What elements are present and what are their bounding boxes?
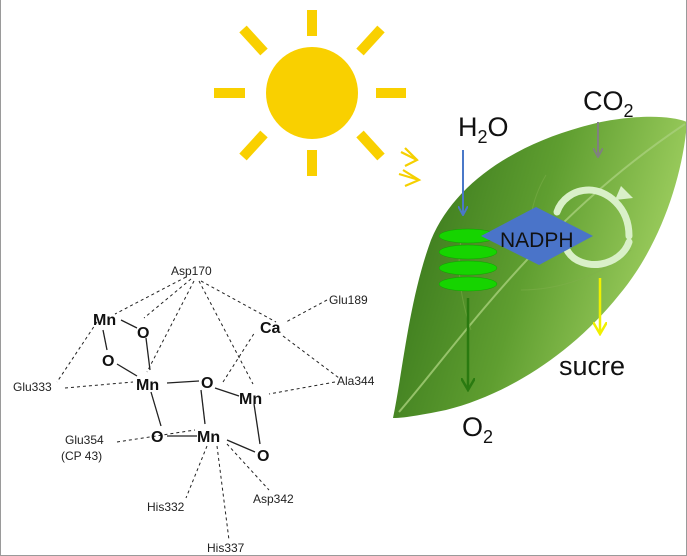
light-arrows (398, 147, 422, 188)
sun-rays (214, 10, 406, 176)
water-label: H2O (458, 112, 509, 147)
oxygen-label: O2 (462, 412, 493, 447)
oxygen-atom: O (151, 429, 163, 446)
residue-label: Asp170 (171, 264, 212, 278)
leaf (393, 116, 686, 418)
oxygen-atom: O (257, 448, 269, 465)
mn-atom: Mn (136, 377, 159, 394)
residue-label: Asp342 (253, 492, 294, 506)
residue-label: Glu189 (329, 293, 368, 307)
dashed-bonds (56, 276, 340, 541)
residue-label: Ala344 (337, 374, 375, 388)
residue-label: Glu354 (65, 433, 104, 447)
sun-icon (214, 10, 406, 176)
calcium-atom: Ca (260, 320, 281, 337)
oxygen-atom: O (137, 325, 149, 342)
mn-atom: Mn (93, 312, 116, 329)
oec-cluster: Mn O O Mn O Mn Ca O Mn O Asp170 Glu189 G… (13, 264, 375, 555)
residue-label: (CP 43) (61, 449, 102, 463)
sugar-label: sucre (559, 351, 625, 381)
residue-label: His332 (147, 500, 185, 514)
nadph-diamond (481, 207, 593, 265)
mn-atom: Mn (239, 391, 262, 408)
nadph-label: NADPH (500, 229, 574, 252)
oxygen-atom: O (102, 353, 114, 370)
leaf-blade (393, 116, 686, 418)
mn-atom: Mn (197, 429, 220, 446)
residue-label: His337 (207, 541, 245, 555)
residue-label: Glu333 (13, 380, 52, 394)
oxygen-atom: O (201, 375, 213, 392)
sun-disc (266, 47, 358, 139)
solid-bonds (102, 319, 261, 453)
thylakoid-stack (438, 228, 498, 292)
cycle-arrow-icon (553, 186, 633, 268)
leaf-midrib (398, 123, 686, 413)
co2-label: CO2 (583, 86, 634, 121)
